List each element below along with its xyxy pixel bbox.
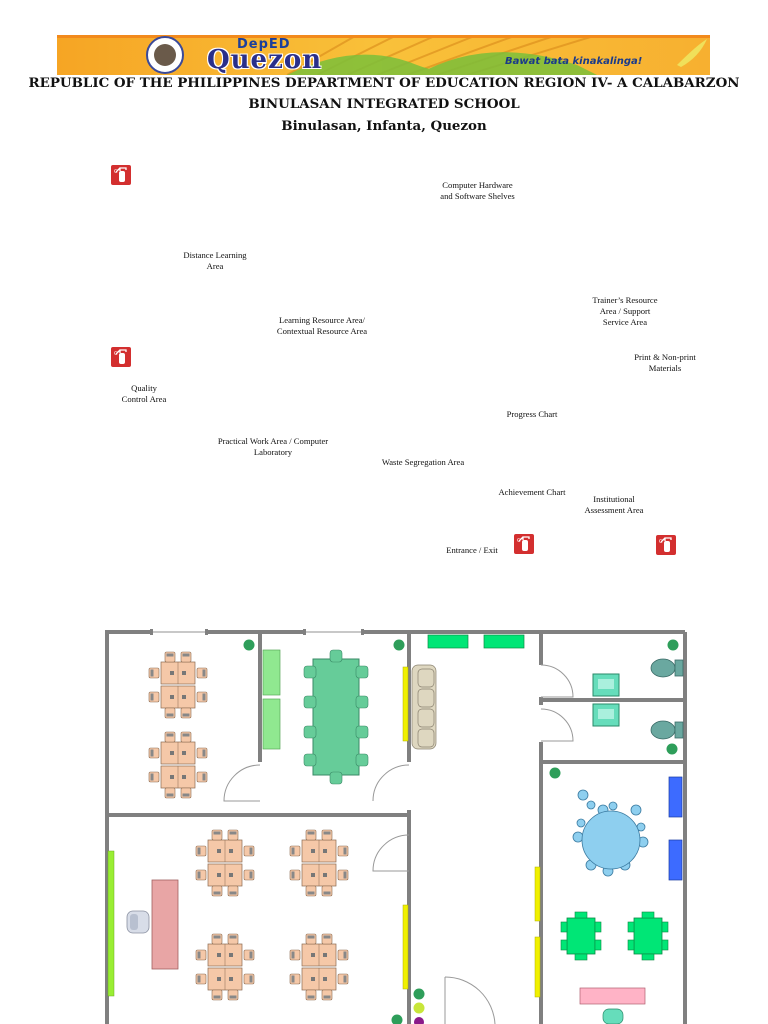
walls (105, 630, 687, 1024)
svg-text:C: C (659, 539, 663, 545)
label-progress-chart: Progress Chart (506, 409, 558, 419)
label-entrance-exit: Entrance / Exit (446, 545, 498, 555)
banner-quezon-text: Quezon (207, 45, 323, 75)
sink-icon (592, 673, 620, 727)
svg-text:C: C (114, 169, 118, 175)
banner-deped-text: DepED (237, 37, 291, 52)
banner-motto-text: Bawat bata kinakalinga! (505, 56, 643, 67)
fire-extinguisher-icon: C (514, 534, 534, 554)
header-line-1: REPUBLIC OF THE PHILIPPINES DEPARTMENT O… (28, 75, 740, 91)
toilet-icon (650, 658, 684, 740)
door-icon (223, 664, 574, 1024)
svg-text:C: C (114, 351, 118, 357)
svg-text:C: C (517, 538, 521, 544)
fire-extinguisher-icon: C (111, 165, 131, 185)
floor-plan (105, 629, 687, 1024)
label-practical-work: Practical Work Area / Computer Laborator… (217, 436, 329, 457)
label-waste-segregation: Waste Segregation Area (381, 457, 465, 467)
sofa-icon (411, 664, 437, 750)
label-trainers-resource: Trainer’s Resource Area / Support Servic… (592, 295, 658, 327)
bin-icon (243, 639, 679, 1024)
deped-quezon-banner: DepED Quezon Bawat bata kinakalinga! (57, 35, 710, 75)
label-achievement-chart: Achievement Chart (498, 487, 566, 497)
fire-extinguisher-icon: C (111, 347, 131, 367)
chair-icon (126, 910, 150, 934)
banner-background (57, 35, 710, 75)
label-computer-hardware: Computer Hardware and Software Shelves (440, 180, 515, 201)
label-distance-learning: Distance Learning Area (183, 250, 247, 271)
header-school-name: BINULASAN INTEGRATED SCHOOL (248, 96, 520, 112)
label-quality-control: Quality Control Area (121, 383, 167, 404)
label-learning-resource: Learning Resource Area/ Contextual Resou… (276, 315, 368, 336)
label-institutional-assessment: Institutional Assessment Area (584, 494, 644, 515)
header-address: Binulasan, Infanta, Quezon (281, 118, 487, 134)
fire-extinguisher-icon: C (656, 535, 676, 555)
label-print-materials: Print & Non-print Materials (634, 352, 696, 373)
